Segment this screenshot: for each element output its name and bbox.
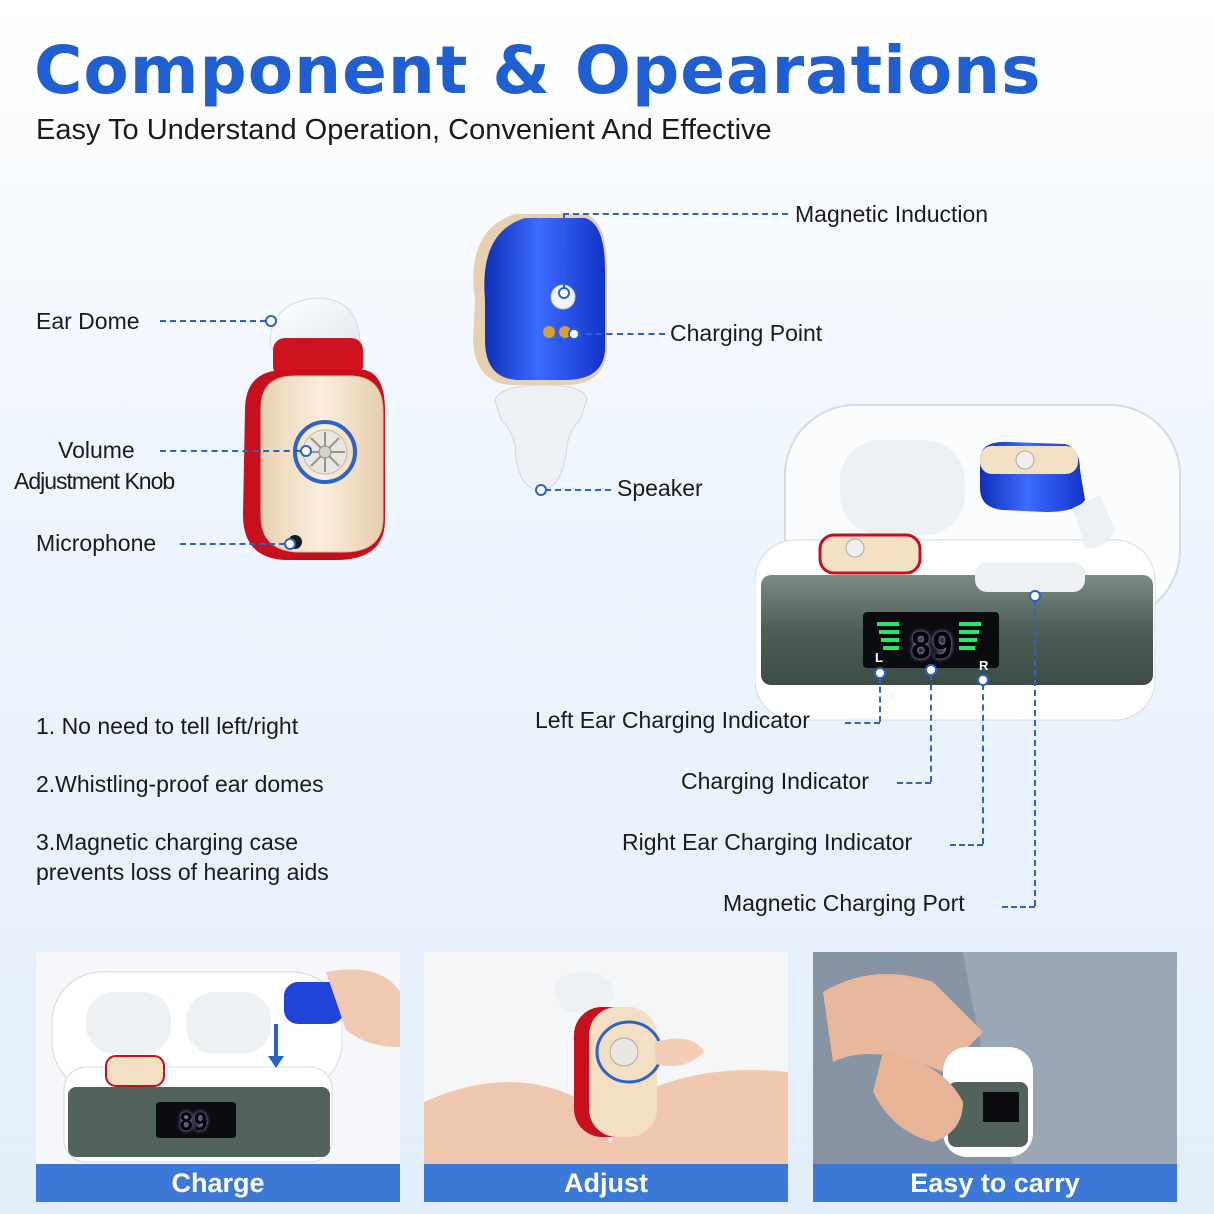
callout-dot-speaker	[535, 484, 547, 496]
callout-line-left-ear-indicator-h	[845, 722, 880, 724]
callout-line-magnetic-induction-h	[563, 213, 788, 215]
callout-line-charging-indicator-h	[897, 782, 931, 784]
feature-3-line1: 3.Magnetic charging case	[36, 829, 299, 855]
callout-dot-microphone	[284, 538, 296, 550]
label-microphone: Microphone	[36, 530, 157, 556]
callout-line-microphone	[180, 543, 285, 545]
label-left-ear-indicator: Left Ear Charging Indicator	[535, 707, 810, 733]
callout-line-charging-point	[575, 333, 665, 335]
callout-line-ear-dome	[160, 320, 266, 322]
callout-line-volume	[160, 450, 300, 452]
adjust-photo	[424, 952, 788, 1164]
label-magnetic-induction: Magnetic Induction	[795, 201, 989, 227]
label-speaker: Speaker	[617, 475, 703, 501]
panel-caption-adjust: Adjust	[424, 1164, 788, 1202]
label-right-ear-indicator: Right Ear Charging Indicator	[622, 829, 913, 855]
case-display-digits: 89	[910, 626, 953, 667]
feature-1: 1. No need to tell left/right	[36, 713, 299, 739]
callout-line-magnetic-induction-v	[563, 213, 565, 288]
panel-caption-charge: Charge	[36, 1164, 400, 1202]
label-magnetic-port: Magnetic Charging Port	[723, 890, 965, 916]
callout-dot-charging-point	[568, 328, 580, 340]
callout-line-magnetic-port-h	[1002, 906, 1035, 908]
panel-caption-carry: Easy to carry	[813, 1164, 1177, 1202]
charge-photo: 89	[36, 952, 400, 1164]
callout-dot-ear-dome	[265, 315, 277, 327]
callout-line-charging-indicator-v	[930, 674, 932, 782]
label-volume-line1: Volume	[58, 437, 135, 463]
page-subtitle: Easy To Understand Operation, Convenient…	[36, 114, 772, 146]
callout-line-magnetic-port-v	[1034, 600, 1036, 906]
label-volume-line2: Adjustment Knob	[14, 468, 175, 494]
carry-photo	[813, 952, 1177, 1164]
case-right-letter: R	[979, 658, 989, 673]
charging-case-illustration: L R 89	[755, 404, 1181, 721]
label-ear-dome: Ear Dome	[36, 308, 140, 334]
callout-line-left-ear-indicator-v	[879, 677, 881, 722]
feature-2: 2.Whistling-proof ear domes	[36, 771, 324, 797]
callout-line-right-ear-indicator-h	[950, 844, 983, 846]
callout-line-right-ear-indicator-v	[982, 684, 984, 844]
callout-dot-magnetic-induction	[558, 287, 570, 299]
panel-carry: Easy to carry	[813, 952, 1177, 1202]
label-charging-indicator: Charging Indicator	[681, 768, 869, 794]
callout-dot-volume	[300, 445, 312, 457]
case-left-letter: L	[875, 650, 883, 665]
page-title: Component & Opearations	[34, 32, 1042, 109]
panel-adjust: Adjust	[424, 952, 788, 1202]
callout-line-speaker	[545, 489, 611, 491]
left-hearing-aid-illustration	[243, 297, 385, 560]
panel-display-digits: 89	[179, 1108, 208, 1136]
panel-charge: 89 Charge	[36, 952, 400, 1202]
feature-3-line2: prevents loss of hearing aids	[36, 859, 329, 885]
blue-hearing-aid-illustration	[473, 214, 607, 491]
label-charging-point: Charging Point	[670, 320, 823, 346]
